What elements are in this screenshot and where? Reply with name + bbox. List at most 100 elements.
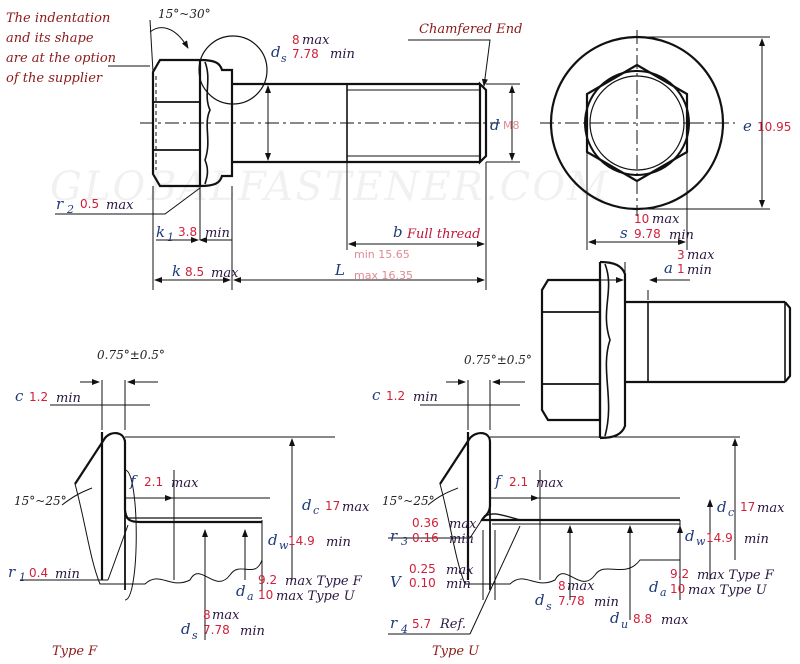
label-dims-r4-val: 5.7: [412, 617, 431, 631]
small-view-dimensions: [598, 262, 690, 300]
label-dims-dsU-max_label: max: [567, 579, 595, 594]
dim-ds-main: d s 8 max 7.78 min: [271, 33, 355, 65]
label-dims-r3-min: 0.16: [412, 531, 439, 545]
label-dims-k-val: 8.5: [185, 265, 204, 279]
label-dims-ds_main-max: 8: [292, 33, 300, 47]
label-dims-r1-sub: 1: [19, 571, 26, 584]
label-dims-ds_main-max_label: max: [302, 33, 330, 48]
label-dims-dsU-max: 8: [558, 579, 566, 593]
dim-dw-f: d w 14.9 min: [268, 531, 351, 552]
label-dims-r3-sub: 3: [401, 535, 408, 548]
dim-da-f: d a 9.2 max Type F 10 max Type U: [236, 573, 363, 604]
label-dims-V-sym: V: [390, 573, 403, 591]
label-dims-dsF-sub: s: [192, 629, 198, 642]
dim-dw-u: d w 14.9 min: [685, 527, 769, 548]
label-dims-dwU-sub: w: [696, 535, 706, 548]
label-dims-k1-val: 3.8: [178, 225, 197, 239]
label-dims-r4-sub: 4: [400, 623, 408, 636]
label-dims-V-max: 0.25: [409, 562, 436, 576]
label-dims-e-val: 10.95: [757, 120, 791, 134]
label-dims-dsF-max_label: max: [212, 608, 240, 623]
dim-f-f: f 2.1 max: [129, 472, 199, 491]
label-dims-r4-lim: Ref.: [439, 617, 466, 632]
watermark: GLOBALFASTENER.COM: [50, 164, 610, 210]
dim-b: b Full thread: [393, 223, 480, 242]
label-dims-daU-sym: d: [649, 578, 659, 596]
dim-f-u: f 2.1 max: [494, 472, 564, 491]
label-dims-daU-v1: 9.2: [670, 567, 689, 581]
label-dims-r3-max: 0.36: [412, 516, 439, 530]
label-dims-r2-sub: 2: [66, 203, 74, 216]
dim-r1: r 1 0.4 min: [8, 563, 80, 584]
label-dims-dsF-max: 8: [203, 608, 211, 622]
label-dims-cF-lim: min: [56, 391, 81, 406]
label-dims-daF-sub: a: [247, 590, 254, 603]
label-dims-r2-sym: r: [56, 195, 64, 213]
label-dims-a-max_label: max: [687, 248, 715, 263]
angle-flange-f: 15°~25°: [14, 494, 67, 508]
label-dims-ds_main-sym: d: [271, 43, 281, 61]
dim-a: a 3 max 1 min: [664, 248, 715, 278]
label-dims-k1-sym: k: [156, 223, 165, 241]
label-dims-dsU-min: 7.78: [558, 594, 585, 608]
label-dims-du-sym: d: [610, 609, 620, 627]
label-dims-dwF-val: 14.9: [288, 534, 315, 548]
label-dims-k-lim: max: [211, 266, 239, 281]
label-notes-full_thread: Full thread: [406, 227, 480, 242]
note-indentation-1: The indentation: [6, 11, 110, 26]
detail-type-f: [74, 432, 263, 601]
label-dims-dcF-sub: c: [313, 504, 319, 517]
label-dims-du-sub: u: [621, 618, 628, 631]
label-dims-V-min: 0.10: [409, 576, 436, 590]
label-dims-dsU-min_label: min: [594, 595, 619, 610]
label-dims-dcU-sym: d: [717, 498, 727, 516]
note-indentation-4: of the supplier: [6, 71, 103, 86]
note-indentation-2: and its shape: [6, 31, 94, 46]
label-dims-cU-val: 1.2: [386, 389, 405, 403]
label-dims-daF-v1: 9.2: [258, 573, 277, 587]
label-dims-daU-v2: 10: [670, 582, 685, 596]
dim-da-u: d a 9.2 max Type F 10 max Type U: [649, 567, 775, 599]
dim-c-f: c 1.2 min: [15, 387, 81, 406]
label-dims-s-min_label: min: [669, 228, 694, 243]
label-dims-du-val: 8.8: [633, 612, 652, 626]
label-type-u: Type U: [432, 644, 480, 659]
label-dims-L-min: min 15.65: [354, 248, 410, 261]
detail-type-u: [439, 432, 681, 590]
label-dims-daF-l2: max Type U: [276, 589, 356, 604]
dim-ds-u: d s 8 max 7.78 min: [535, 579, 619, 613]
label-dims-dwU-lim: min: [744, 532, 769, 547]
end-view-dimensions: [586, 36, 770, 250]
label-dims-ds_main-sub: s: [281, 52, 287, 65]
detail-u-dimensions: [388, 379, 740, 635]
label-dims-cF-sym: c: [15, 387, 24, 405]
label-type-f: Type F: [52, 644, 98, 659]
label-dims-a-sym: a: [664, 259, 673, 277]
label-dims-s-sym: s: [620, 224, 628, 242]
label-dims-r3-sym: r: [390, 527, 398, 545]
label-dims-r1-sym: r: [8, 563, 16, 581]
label-dims-fF-val: 2.1: [144, 475, 163, 489]
label-dims-dcU-sub: c: [728, 506, 734, 519]
label-dims-a-min: 1: [677, 262, 685, 276]
detail-f-dimensions: [20, 379, 335, 640]
label-dims-daF-l1: max Type F: [285, 574, 363, 589]
label-dims-s-max: 10: [634, 212, 649, 226]
label-dims-dsU-sub: s: [546, 600, 552, 613]
label-dims-r1-lim: min: [55, 567, 80, 582]
dim-ds-f: d s 8 max 7.78 min: [181, 608, 265, 642]
side-view-dimensions: [55, 19, 520, 290]
label-dims-d-sym: d: [490, 116, 500, 134]
label-dims-dwF-sub: w: [279, 539, 289, 552]
label-dims-r3-max_label: max: [449, 517, 477, 532]
note-indentation-3: are at the option: [6, 51, 116, 66]
dim-V: V 0.25 max 0.10 min: [390, 562, 474, 592]
angle-labels: 15°~30° 0.75°±0.5° 0.75°±0.5° 15°~25° 15…: [14, 7, 532, 508]
label-dims-daU-l2: max Type U: [688, 583, 768, 598]
label-dims-dsF-sym: d: [181, 620, 191, 638]
label-dims-r2-lim: max: [106, 198, 134, 213]
label-dims-a-min_label: min: [687, 263, 712, 278]
label-dims-L-sym: L: [334, 261, 345, 279]
